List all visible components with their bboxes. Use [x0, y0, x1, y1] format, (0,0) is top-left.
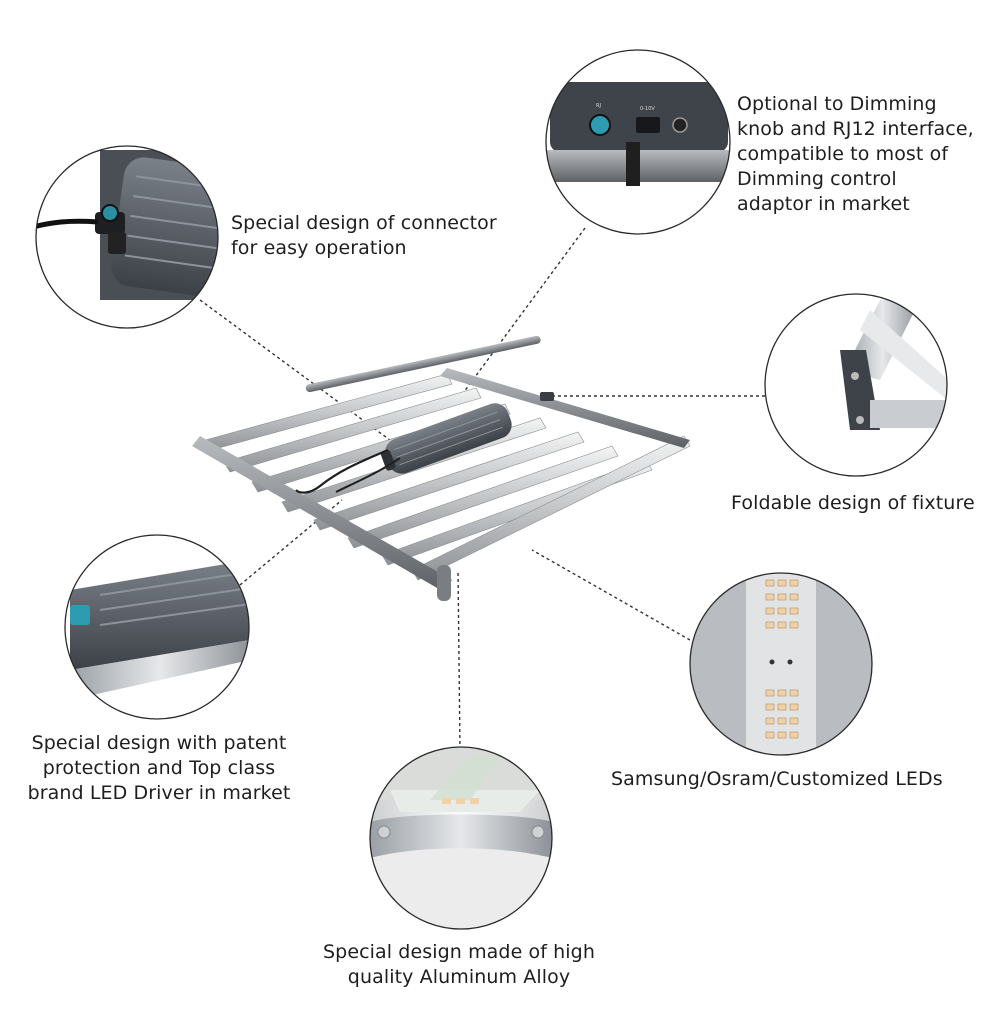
connector-detail-image	[35, 145, 219, 329]
driver-caption-line-3: brand LED Driver in market	[27, 782, 291, 804]
dimming-caption-line-2: knob and RJ12 interface,	[737, 118, 974, 140]
rj-port-marking: RJ	[596, 103, 601, 109]
connector-caption: Special design of connector for easy ope…	[231, 211, 497, 261]
aluminum-profile-detail-image	[369, 746, 553, 930]
foldable-caption-line-1: Foldable design of fixture	[731, 492, 975, 514]
dimming-port-marking: 0-10V	[640, 106, 655, 112]
aluminum-caption-line-2: quality Aluminum Alloy	[347, 966, 571, 988]
connector-caption-line-2: for easy operation	[231, 237, 407, 259]
dimming-caption-line-5: adaptor in market	[737, 193, 910, 215]
leds-caption: Samsung/Osram/Customized LEDs	[611, 767, 943, 792]
dimming-caption-line-1: Optional to Dimming	[737, 93, 937, 115]
led-detail-image	[689, 572, 873, 756]
driver-caption-line-1: Special design with patent	[31, 732, 287, 754]
leds-caption-line-1: Samsung/Osram/Customized LEDs	[611, 768, 943, 790]
dimming-caption-line-4: Dimming control	[737, 168, 897, 190]
hinge-detail-image	[764, 293, 948, 477]
dimming-caption-line-3: compatible to most of	[737, 143, 949, 165]
dimming-caption: Optional to Dimming knob and RJ12 interf…	[737, 92, 974, 217]
foldable-caption: Foldable design of fixture	[731, 491, 975, 516]
driver-detail-image	[64, 534, 250, 720]
connector-caption-line-1: Special design of connector	[231, 212, 497, 234]
aluminum-caption: Special design made of high quality Alum…	[300, 940, 618, 990]
driver-caption-line-2: protection and Top class	[42, 757, 276, 779]
dimming-panel-detail-image: RJ 0-10V	[545, 49, 731, 235]
driver-caption: Special design with patent protection an…	[14, 731, 304, 806]
aluminum-caption-line-1: Special design made of high	[323, 941, 595, 963]
fixture-image	[192, 335, 691, 601]
